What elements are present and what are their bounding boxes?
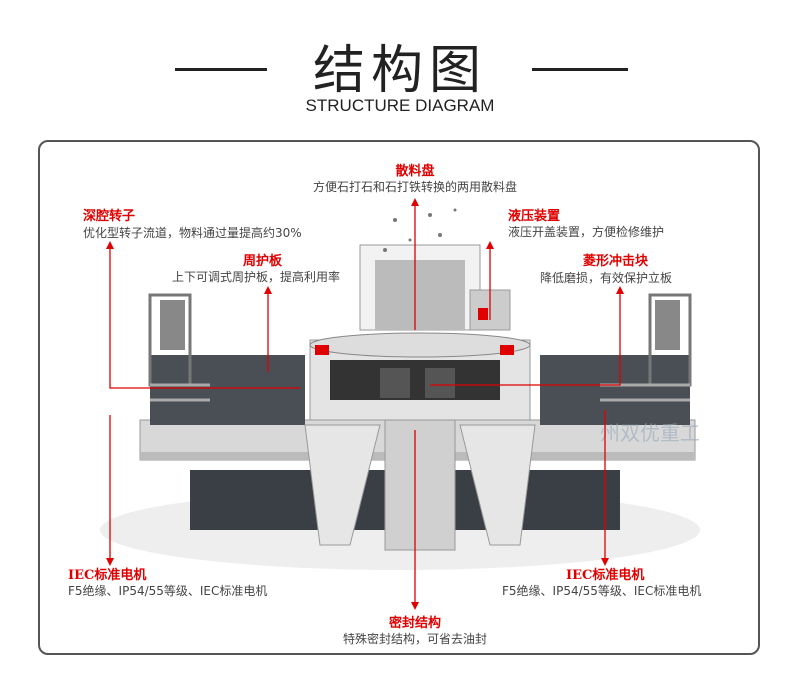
title-rule-right [532, 68, 628, 71]
distributor-desc: 方便石打石和石打铁转换的两用散料盘 [312, 180, 518, 194]
leader-lines [109, 204, 621, 604]
distributor-title: 散料盘 [395, 164, 435, 179]
left-cage [148, 293, 305, 425]
diagram-frame [38, 140, 760, 655]
seal-title: 密封结构 [388, 616, 442, 631]
rotor-desc: 优化型转子流道，物料通过量提高约30% [83, 226, 302, 240]
seal-desc: 特殊密封结构，可省去油封 [342, 632, 488, 646]
right-cage [540, 293, 692, 425]
motor-right-title: IEC标准电机 [566, 568, 645, 583]
watermark: 州双优重工 [600, 421, 700, 445]
page-subtitle: STRUCTURE DIAGRAM [305, 96, 495, 115]
page-title: 结构图 [312, 41, 487, 101]
arrowheads [106, 198, 624, 610]
rotor-title: 深腔转子 [83, 209, 136, 224]
guard-plate-title: 周护板 [243, 254, 283, 269]
motor-right-desc: F5绝缘、IP54/55等级、IEC标准电机 [502, 584, 702, 598]
impact-block-title: 菱形冲击块 [583, 254, 649, 269]
title-rule-left [175, 68, 267, 71]
impact-block-desc: 降低磨损，有效保护立板 [540, 271, 673, 285]
motor-left-desc: F5绝缘、IP54/55等级、IEC标准电机 [68, 584, 268, 598]
motor-left-title: IEC标准电机 [68, 568, 147, 583]
hydraulic-desc: 液压开盖装置，方便检修维护 [508, 225, 665, 239]
guard-plate-desc: 上下可调式周护板，提高利用率 [172, 270, 341, 284]
hydraulic-title: 液压装置 [508, 209, 561, 224]
